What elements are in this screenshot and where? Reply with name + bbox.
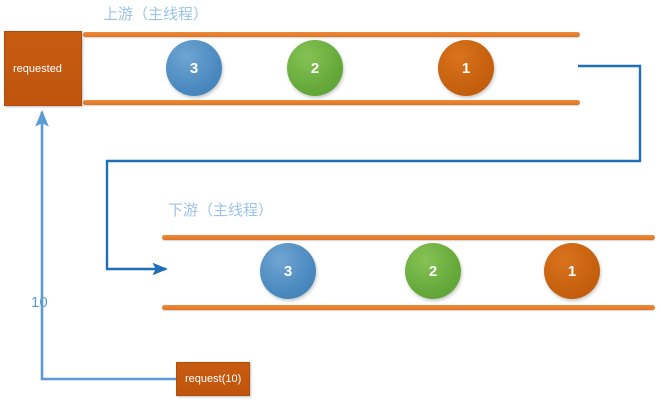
downstream-rail-bottom [162, 305, 655, 310]
requested-box: requested [4, 31, 82, 106]
downstream-rail-top [162, 235, 655, 240]
upstream-node-3: 3 [166, 40, 222, 96]
downstream-node-3-label: 3 [283, 262, 293, 280]
downstream-node-2-label: 2 [428, 262, 438, 280]
request-to-requested-connector [35, 109, 176, 381]
upstream-node-2-label: 2 [310, 59, 320, 77]
downstream-node-2: 2 [405, 243, 461, 299]
requested-box-label: requested [13, 62, 62, 75]
upstream-node-3-label: 3 [189, 59, 199, 77]
request-box-label: request(10) [185, 373, 242, 385]
downstream-node-3: 3 [260, 243, 316, 299]
downstream-node-1-label: 1 [567, 262, 577, 280]
upstream-lane-label: 上游（主线程） [103, 5, 209, 23]
upstream-rail-bottom [83, 100, 580, 105]
upstream-node-1-label: 1 [461, 59, 471, 77]
upstream-node-2: 2 [287, 40, 343, 96]
downstream-lane-label: 下游（主线程） [168, 201, 274, 219]
demand-amount-label: 10 [31, 294, 48, 311]
upstream-node-1: 1 [438, 40, 494, 96]
upstream-rail-top [83, 32, 580, 37]
request-box: request(10) [176, 362, 250, 396]
downstream-node-1: 1 [544, 243, 600, 299]
